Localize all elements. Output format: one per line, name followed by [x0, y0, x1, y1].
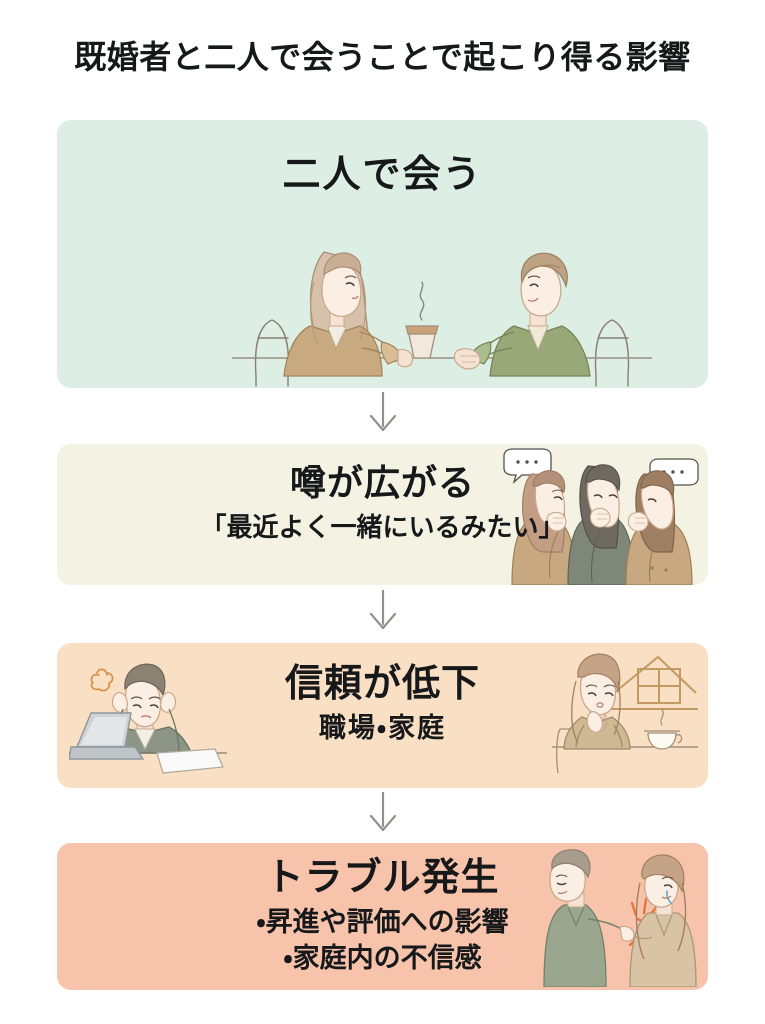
arrow-rumor-to-trust	[367, 588, 399, 634]
stressed-man-at-laptop-illustration	[69, 649, 227, 785]
two-people-meeting-at-cafe-table-illustration	[232, 208, 652, 388]
step-heading-trouble: トラブル発生	[265, 855, 500, 899]
trouble-bullet-item: ・昇進や評価への影響	[256, 906, 509, 938]
couple-turned-away-conflict-illustration	[530, 847, 700, 987]
flow-step-trust-decline: 信頼が低下 職場・家庭	[57, 643, 708, 788]
step-heading-trust-decline: 信頼が低下	[284, 661, 480, 705]
anger-symbol	[90, 668, 114, 692]
three-women-gossiping-illustration	[500, 448, 702, 585]
flow-step-trouble: トラブル発生 ・昇進や評価への影響 ・家庭内の不信感	[57, 843, 708, 990]
house-icon	[610, 655, 698, 710]
coffee-cup-icon	[644, 708, 683, 750]
flow-step-meeting: 二人で会う	[57, 120, 708, 388]
page-title: 既婚者と二人で会うことで起こり得る影響	[74, 38, 691, 76]
step-subtitle-trust-decline: 職場・家庭	[318, 712, 447, 744]
arrow-trust-to-trouble	[367, 790, 399, 836]
step-heading-meeting: 二人で会う	[282, 152, 483, 196]
step-heading-rumor: 噂が広がる	[289, 463, 475, 504]
trouble-bullet-item: ・家庭内の不信感	[283, 943, 482, 975]
flow-step-rumor: 噂が広がる 「最近よく一緒にいるみたい」	[57, 444, 708, 585]
step-subtitle-rumor: 「最近よく一緒にいるみたい」	[200, 512, 565, 543]
arrow-meeting-to-rumor	[367, 390, 399, 436]
trouble-bullet-list: ・昇進や評価への影響 ・家庭内の不信感	[57, 899, 708, 978]
worried-woman-at-home-illustration	[552, 647, 698, 785]
